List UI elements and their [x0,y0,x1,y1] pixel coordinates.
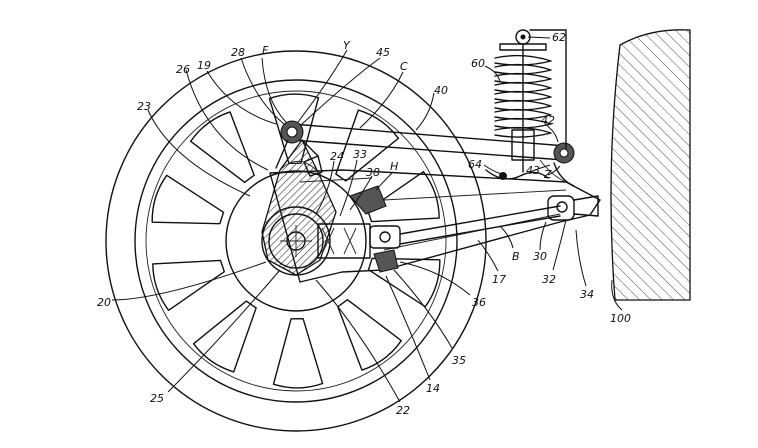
label-17: 17 [492,273,506,286]
spoke-cutout [190,111,255,183]
label-19: 19 [197,59,211,72]
label-35: 35 [452,354,466,367]
label-25: 25 [150,392,164,405]
reference-labels: 19 26 28 F Y 45 C 40 62 60 42 23 24 33 H… [97,31,631,417]
label-b: B [512,250,520,263]
label-33: 33 [353,148,367,161]
spoke-cutout [151,174,225,225]
label-40: 40 [434,84,448,97]
damper-body [511,129,535,161]
label-64: 64 [468,158,482,171]
label-c: C [400,60,408,73]
coil-spring [494,54,552,138]
spoke-cutout [337,299,402,371]
label-23: 23 [137,100,151,113]
spoke-cutout [272,318,324,389]
label-42: 42 [541,114,555,127]
label-32: 32 [542,273,556,286]
rim-outer [134,79,458,403]
label-62: 62 [552,31,566,44]
vehicle-body-wall [610,29,691,301]
spoke-cutout [152,259,225,311]
universal-joint-outer [547,195,575,221]
label-30: 30 [533,250,547,263]
label-43: 43 [526,164,540,177]
spring-damper [485,29,567,180]
chain-link [275,139,323,177]
bearings [303,155,399,273]
spoke-cutout [367,171,440,223]
label-20: 20 [97,296,111,309]
label-22: 22 [396,404,410,417]
spoke-cutout [335,109,400,182]
spoke-cutout [192,300,257,373]
label-28: 28 [231,46,245,59]
label-38: 38 [366,166,380,179]
label-45: 45 [376,46,390,59]
universal-joint-inner [369,225,401,249]
label-34: 34 [580,288,594,301]
label-60: 60 [471,57,485,70]
wheel-hub [261,138,337,276]
label-14: 14 [426,382,440,395]
label-26: 26 [176,63,190,76]
label-24: 24 [330,150,344,163]
label-f: F [262,44,269,57]
rim-inner [145,90,447,392]
spoke-cutout [367,257,441,308]
label-z: Z [543,168,552,181]
tyre-outer [105,50,487,432]
label-y: Y [343,39,351,52]
tie-rod [280,120,575,187]
leader-lines [111,36,623,403]
label-100: 100 [610,312,631,325]
label-h: H [390,160,398,173]
drive-shaft [369,195,599,249]
label-36: 36 [472,296,486,309]
